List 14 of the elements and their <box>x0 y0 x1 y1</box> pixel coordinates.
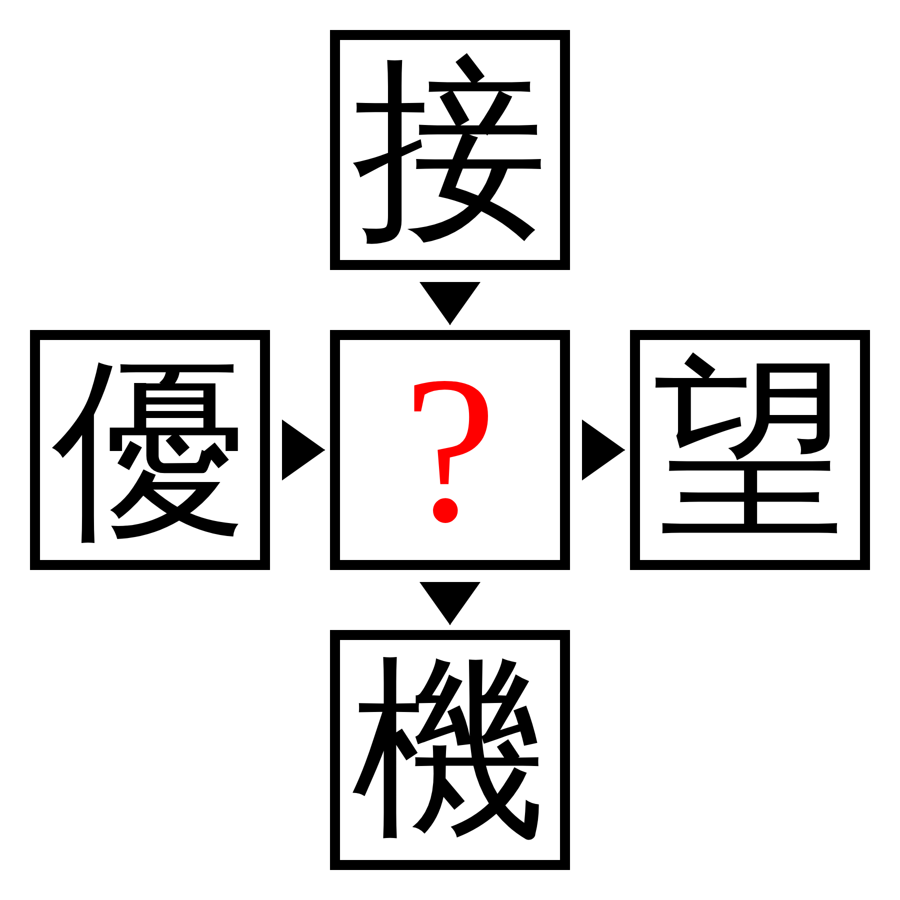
character-box <box>330 30 570 270</box>
character-box <box>330 330 570 570</box>
character-box <box>30 330 270 570</box>
kanji-character: 機 <box>352 652 548 848</box>
kanji-character: 望 <box>652 352 848 548</box>
arrow <box>420 582 480 626</box>
arrow <box>282 420 326 480</box>
arrow <box>420 282 480 326</box>
question-mark: ? <box>403 345 497 555</box>
arrow <box>582 420 626 480</box>
character-box <box>630 330 870 570</box>
kanji-character: 優 <box>52 352 248 548</box>
character-box <box>330 630 570 870</box>
kanji-character: 接 <box>352 52 548 248</box>
